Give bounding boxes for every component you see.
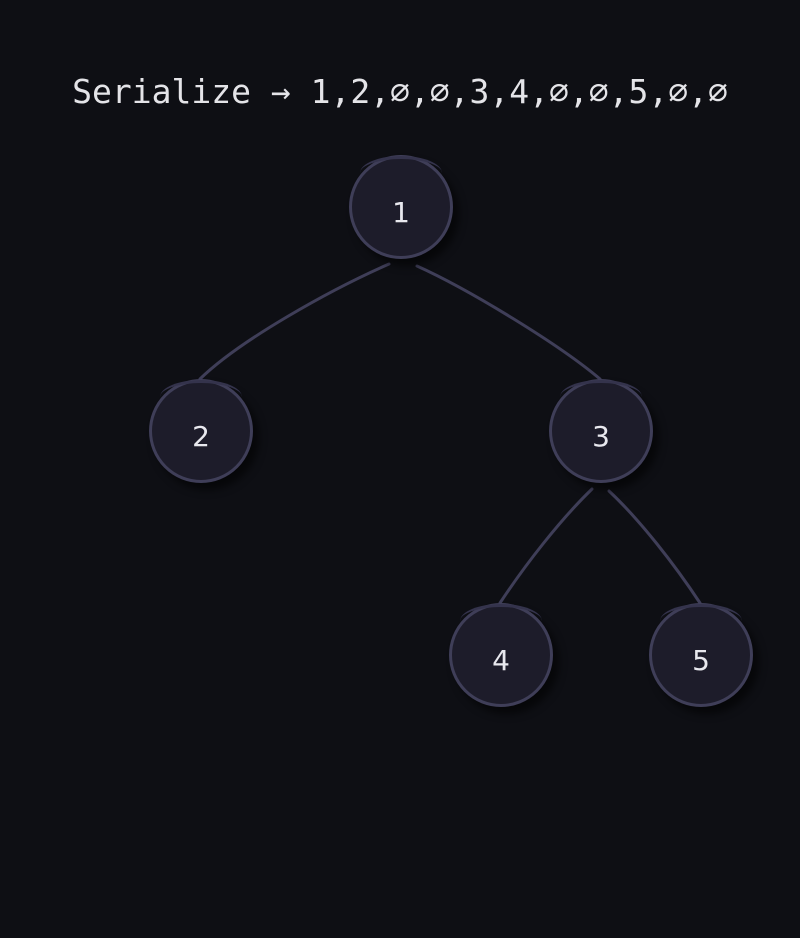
node-label: 2 xyxy=(192,420,210,453)
edge-3-4 xyxy=(498,487,594,605)
tree-node-1: 1 xyxy=(349,155,453,259)
tree-node-5: 5 xyxy=(649,603,753,707)
node-label: 3 xyxy=(592,420,610,453)
serialize-title: Serialize → 1,2,∅,∅,3,4,∅,∅,5,∅,∅ xyxy=(72,72,728,111)
tree-node-2: 2 xyxy=(149,379,253,483)
tree-node-4: 4 xyxy=(449,603,553,707)
node-label: 1 xyxy=(392,196,410,229)
edge-3-5 xyxy=(607,489,702,605)
node-label: 4 xyxy=(492,644,510,677)
tree-node-3: 3 xyxy=(549,379,653,483)
edge-1-3 xyxy=(415,264,602,381)
node-label: 5 xyxy=(692,644,710,677)
edge-1-2 xyxy=(198,262,391,381)
